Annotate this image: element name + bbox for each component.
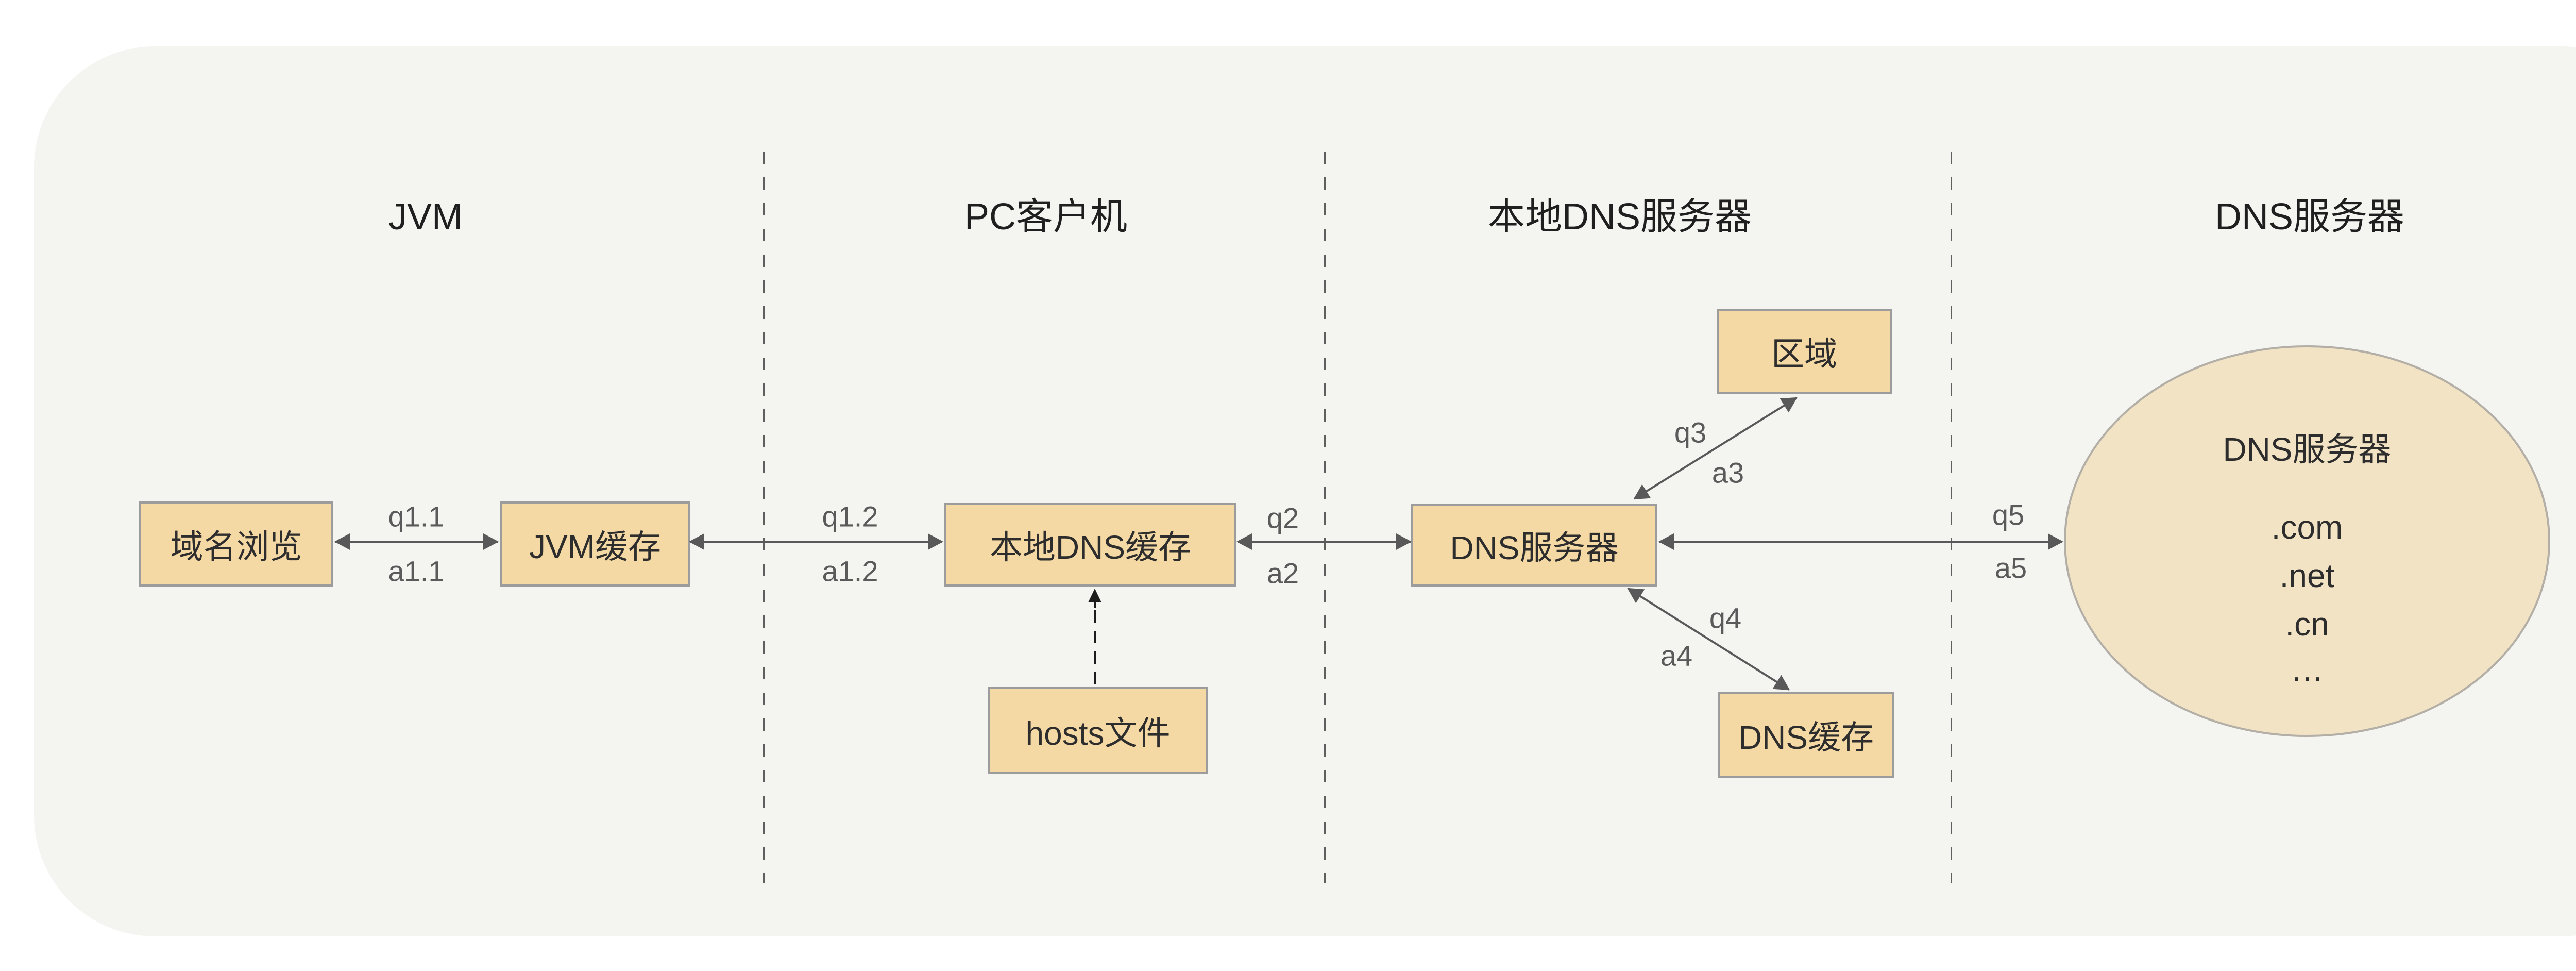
arrowhead-right-icon — [1396, 533, 1412, 550]
ellipse-entry-com: .com — [2271, 509, 2343, 546]
arrowhead-left-icon — [1236, 533, 1252, 550]
column-divider-3 — [1951, 152, 1952, 883]
hosts-arrowhead-up-icon — [1088, 589, 1101, 602]
arrowhead-right-icon — [2048, 533, 2063, 550]
edge-label-a3: a3 — [1711, 456, 1744, 489]
column-divider-2 — [1324, 152, 1326, 883]
edge-label-q1-2: q1.2 — [822, 500, 878, 533]
node-dns-server: DNS服务器 — [1411, 504, 1657, 587]
node-zone: 区域 — [1717, 309, 1892, 394]
edge-label-q4: q4 — [1709, 601, 1742, 634]
node-hosts-file: hosts文件 — [988, 687, 1208, 774]
connector-q2 — [1236, 533, 1412, 550]
arrowhead-right-icon — [483, 533, 499, 550]
node-domain-browse: 域名浏览 — [139, 501, 333, 587]
edge-label-a2: a2 — [1266, 557, 1299, 590]
ellipse-entry-net: .net — [2279, 557, 2335, 594]
column-divider-1 — [763, 152, 765, 883]
ellipse-entry-cn: .cn — [2285, 606, 2329, 643]
root-dns-servers-ellipse: DNS服务器 .com .net .cn … — [2064, 345, 2550, 737]
arrowhead-right-icon — [928, 533, 943, 550]
ellipse-title: DNS服务器 — [2223, 431, 2392, 468]
connector-q5 — [1658, 533, 2063, 550]
edge-label-a1-2: a1.2 — [822, 555, 878, 588]
column-header-pc-client: PC客户机 — [964, 196, 1128, 238]
connector-q1-1 — [334, 533, 499, 550]
arrowhead-left-icon — [689, 533, 704, 550]
hosts-arrow-stub — [1094, 601, 1096, 608]
node-jvm-cache: JVM缓存 — [500, 501, 690, 587]
edge-label-a4: a4 — [1660, 639, 1693, 672]
column-header-local-dns-server: 本地DNS服务器 — [1487, 196, 1752, 238]
hosts-dashed-line — [1094, 610, 1096, 687]
node-local-dns-cache: 本地DNS缓存 — [944, 503, 1236, 587]
edge-label-q1-1: q1.1 — [388, 500, 445, 533]
edge-label-a1-1: a1.1 — [388, 555, 445, 588]
connector-q1-2 — [689, 533, 943, 550]
edge-label-q3: q3 — [1674, 416, 1707, 449]
arrowhead-left-icon — [334, 533, 350, 550]
edge-label-a5: a5 — [1994, 551, 2027, 584]
ellipse-entry-etc: … — [2291, 651, 2324, 688]
arrowhead-left-icon — [1658, 533, 1674, 550]
edge-label-q5: q5 — [1992, 498, 2025, 531]
node-dns-cache: DNS缓存 — [1718, 692, 1894, 778]
column-header-dns-server: DNS服务器 — [2214, 196, 2405, 238]
column-header-jvm: JVM — [388, 196, 463, 238]
edge-label-q2: q2 — [1266, 501, 1299, 534]
